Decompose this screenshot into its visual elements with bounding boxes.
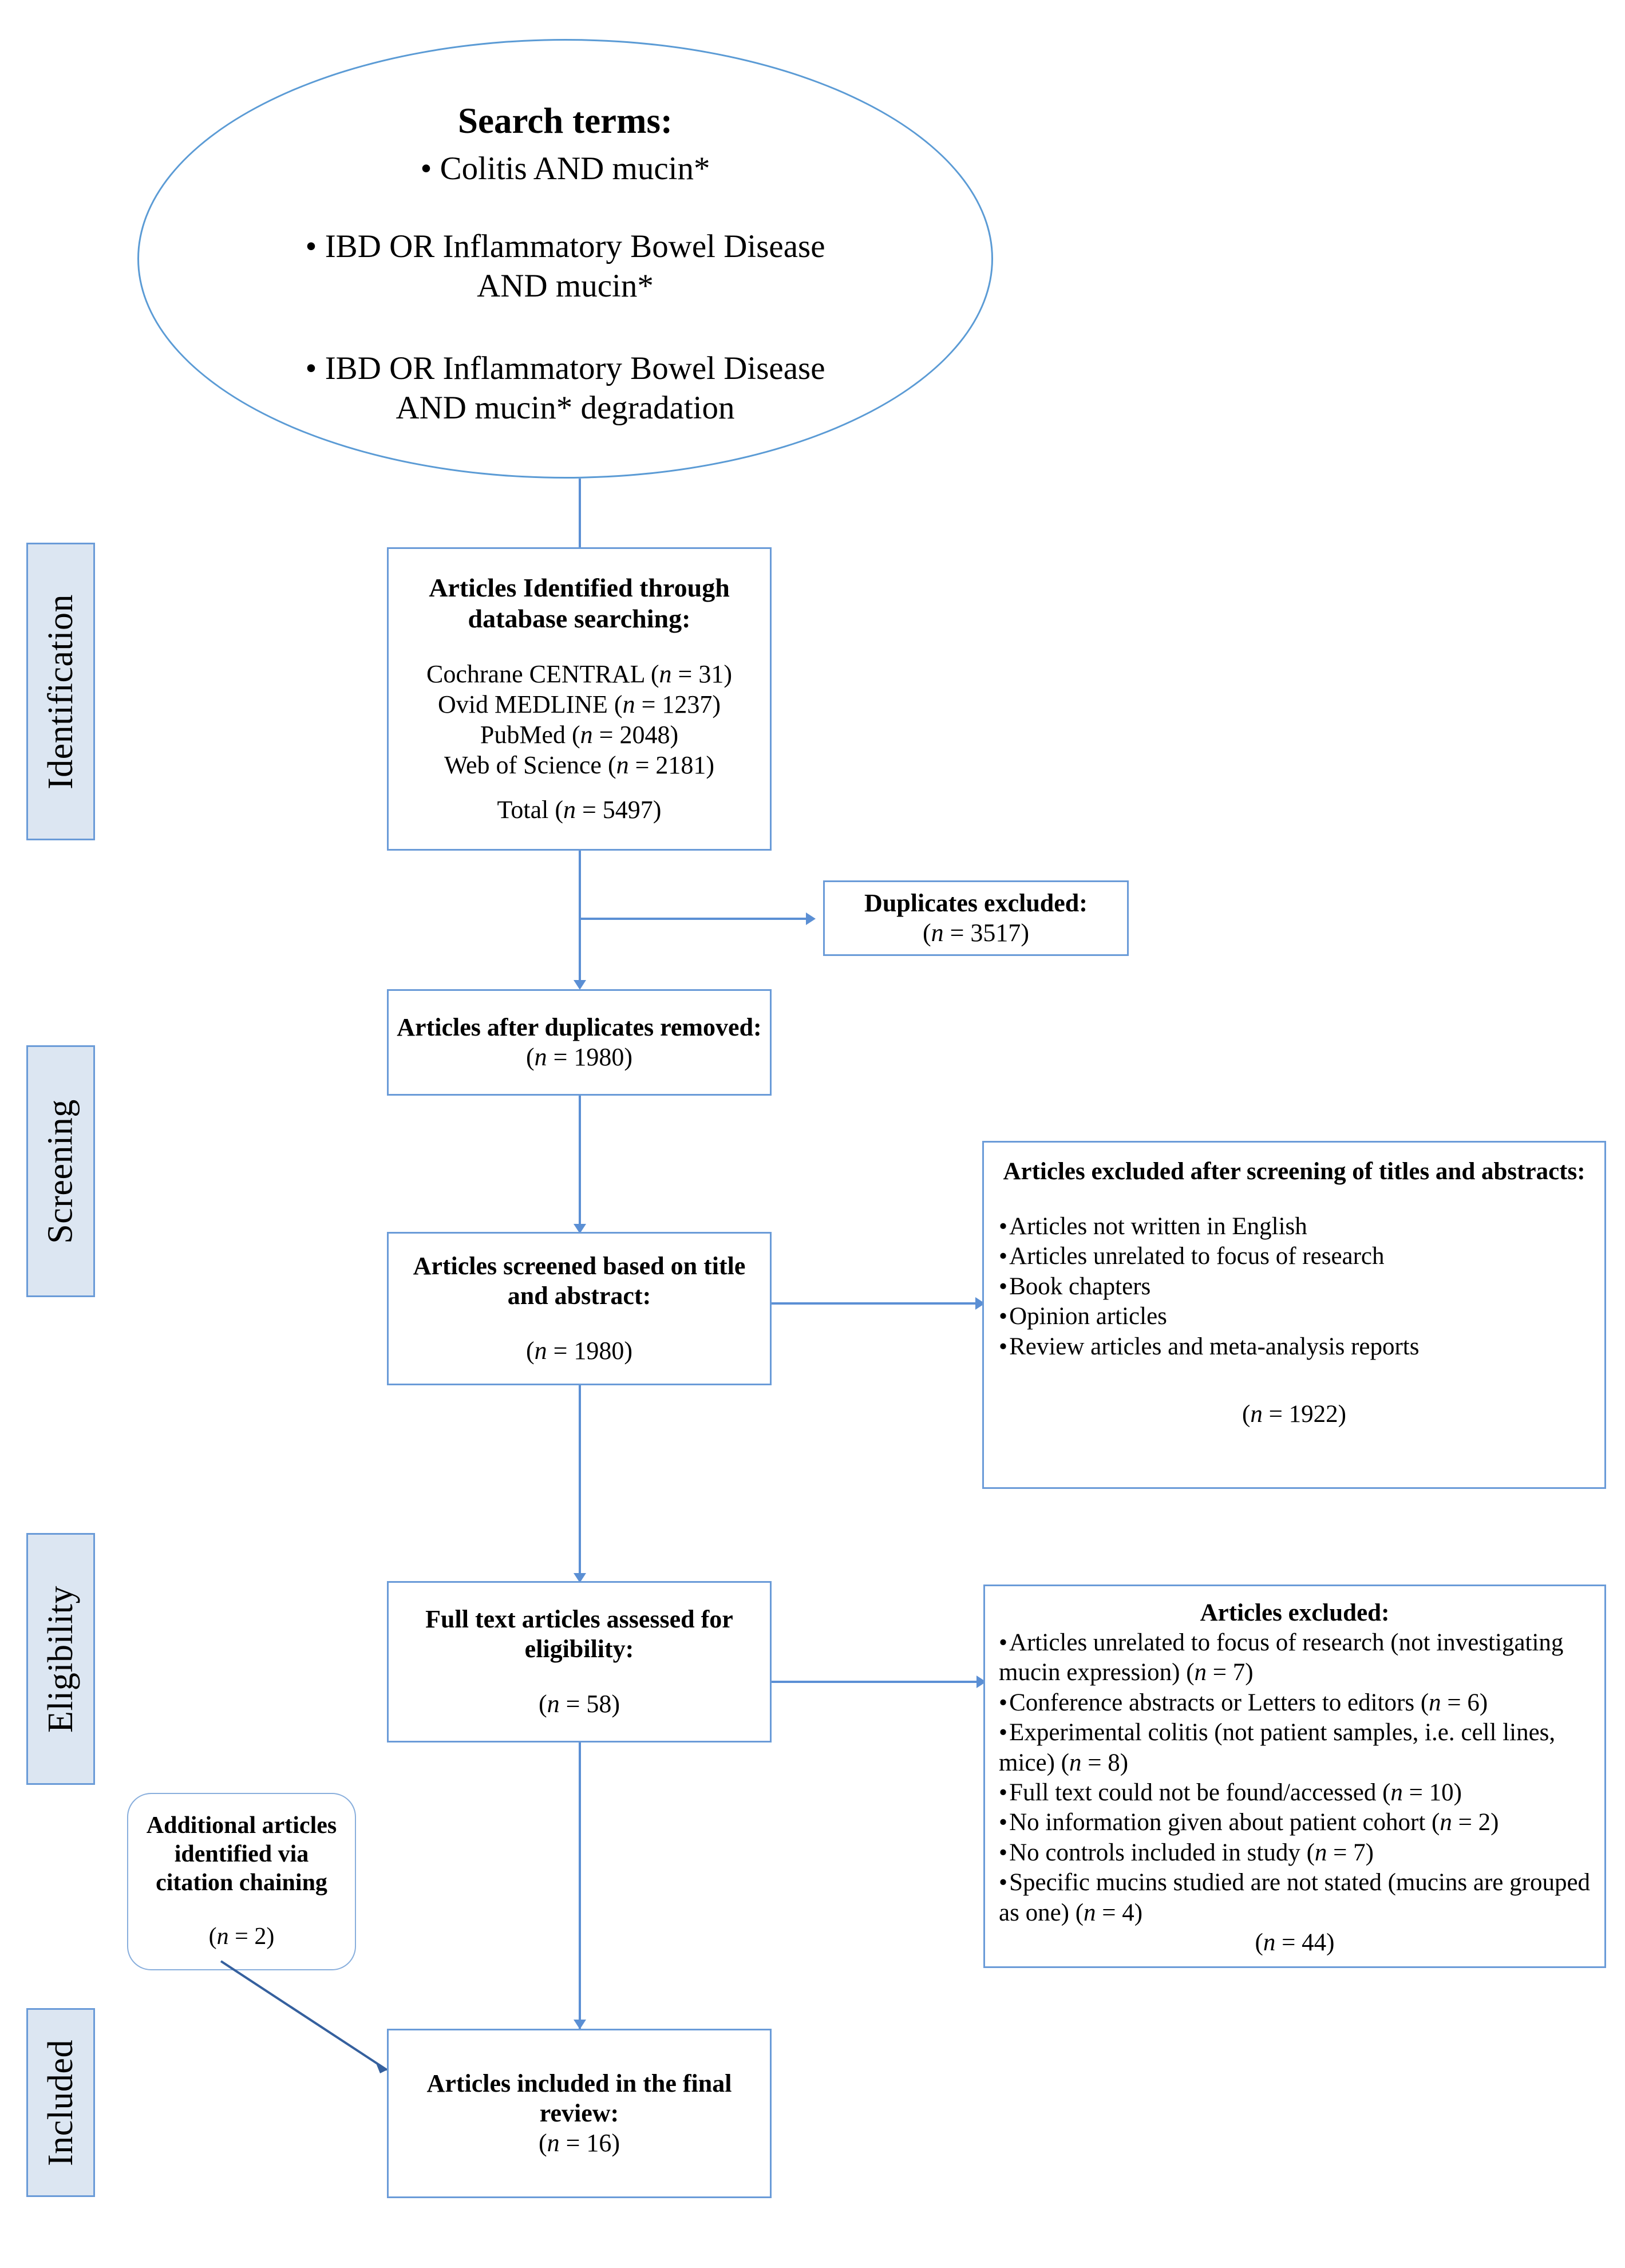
after-duplicates-count: (n = 1980) <box>525 1042 633 1071</box>
eligibility-excluded-count: (n = 44) <box>1255 1929 1335 1957</box>
arrow-into-duplicates-excluded <box>806 912 816 925</box>
final-included-title: Articles included in the final review: <box>426 2069 732 2127</box>
box-articles-screened: Articles screened based on title and abs… <box>387 1232 772 1385</box>
identified-title: Articles Identified through database sea… <box>429 572 730 633</box>
stage-bar-eligibility: Eligibility <box>26 1533 95 1785</box>
box-after-duplicates-removed: Articles after duplicates removed: (n = … <box>387 989 772 1096</box>
stage-bar-identification: Identification <box>26 543 95 840</box>
box-duplicates-excluded: Duplicates excluded: (n = 3517) <box>823 880 1129 956</box>
eligibility-excluded-reason-list: Articles unrelated to focus of research … <box>999 1628 1591 1929</box>
final-included-count: (n = 16) <box>538 2128 620 2157</box>
list-item: Articles not written in English <box>999 1212 1590 1242</box>
box-full-text-assessed: Full text articles assessed for eligibil… <box>387 1581 772 1743</box>
list-item: Articles unrelated to focus of research … <box>999 1628 1591 1688</box>
stage-label-screening: Screening <box>41 1099 80 1244</box>
screened-title: Articles screened based on title and abs… <box>413 1251 746 1310</box>
stage-label-identification: Identification <box>41 594 80 789</box>
box-citation-chaining: Additional articles identified via citat… <box>127 1793 356 1970</box>
connector-full-text-to-final <box>579 1743 581 2029</box>
arrow-into-full-text <box>574 1573 586 1583</box>
list-item: Opinion articles <box>999 1302 1590 1331</box>
search-term-item-2: • IBD OR Inflammatory Bowel Disease AND … <box>305 228 825 305</box>
box-screening-excluded: Articles excluded after screening of tit… <box>982 1141 1606 1489</box>
screening-excluded-count: (n = 1922) <box>1242 1401 1346 1428</box>
identified-source-3: PubMed (n = 2048) <box>480 720 679 749</box>
screening-excluded-reason-list: Articles not written in English Articles… <box>999 1212 1590 1362</box>
list-item: No controls included in study (n = 7) <box>999 1838 1591 1868</box>
identified-source-2: Ovid MEDLINE (n = 1237) <box>437 690 721 719</box>
connector-screened-to-full-text <box>579 1385 581 1581</box>
search-terms-ellipse: Search terms: • Colitis AND mucin* • IBD… <box>137 39 993 479</box>
screened-count: (n = 1980) <box>525 1336 633 1365</box>
box-eligibility-excluded: Articles excluded: Articles unrelated to… <box>983 1585 1606 1968</box>
box-final-included: Articles included in the final review: (… <box>387 2029 772 2198</box>
connector-after-duplicates-to-screened <box>579 1096 581 1232</box>
list-item: Specific mucins studied are not stated (… <box>999 1868 1591 1928</box>
stage-bar-included: Included <box>26 2008 95 2197</box>
list-item: Articles unrelated to focus of research <box>999 1242 1590 1271</box>
identified-source-4: Web of Science (n = 2181) <box>444 750 715 779</box>
identified-total: Total (n = 5497) <box>497 796 662 824</box>
list-item: Full text could not be found/accessed (n… <box>999 1778 1591 1808</box>
search-terms-title: Search terms: <box>458 101 673 141</box>
connector-to-eligibility-excluded <box>772 1681 985 1683</box>
full-text-count: (n = 58) <box>538 1689 620 1718</box>
connector-to-duplicates-excluded <box>579 918 812 920</box>
arrow-into-final-included <box>574 2020 586 2029</box>
citation-chaining-count: (n = 2) <box>208 1923 275 1950</box>
arrow-into-screened <box>574 1224 586 1234</box>
identified-source-1: Cochrane CENTRAL (n = 31) <box>426 660 732 689</box>
connector-ellipse-to-identified <box>579 479 581 548</box>
arrow-into-after-duplicates <box>574 980 586 990</box>
full-text-title: Full text articles assessed for eligibil… <box>425 1605 733 1663</box>
box-articles-identified: Articles Identified through database sea… <box>387 547 772 851</box>
list-item: Experimental colitis (not patient sample… <box>999 1718 1591 1778</box>
stage-label-included: Included <box>41 2039 80 2166</box>
connector-to-screening-excluded <box>772 1302 983 1305</box>
list-item: Review articles and meta-analysis report… <box>999 1332 1590 1362</box>
stage-label-eligibility: Eligibility <box>41 1585 80 1733</box>
connector-citation-chaining-to-final <box>220 1960 388 2073</box>
search-term-item-3: • IBD OR Inflammatory Bowel Disease AND … <box>305 350 825 426</box>
duplicates-excluded-count: (n = 3517) <box>922 918 1030 947</box>
duplicates-excluded-title: Duplicates excluded: <box>864 888 1088 917</box>
stage-bar-screening: Screening <box>26 1045 95 1297</box>
citation-chaining-title: Additional articles identified via citat… <box>146 1812 337 1896</box>
search-term-item-1: • Colitis AND mucin* <box>420 151 710 187</box>
eligibility-excluded-title: Articles excluded: <box>1200 1599 1390 1626</box>
list-item: No information given about patient cohor… <box>999 1808 1591 1838</box>
list-item: Conference abstracts or Letters to edito… <box>999 1688 1591 1718</box>
list-item: Book chapters <box>999 1272 1590 1302</box>
after-duplicates-title: Articles after duplicates removed: <box>397 1013 762 1041</box>
screening-excluded-title: Articles excluded after screening of tit… <box>1003 1158 1586 1185</box>
